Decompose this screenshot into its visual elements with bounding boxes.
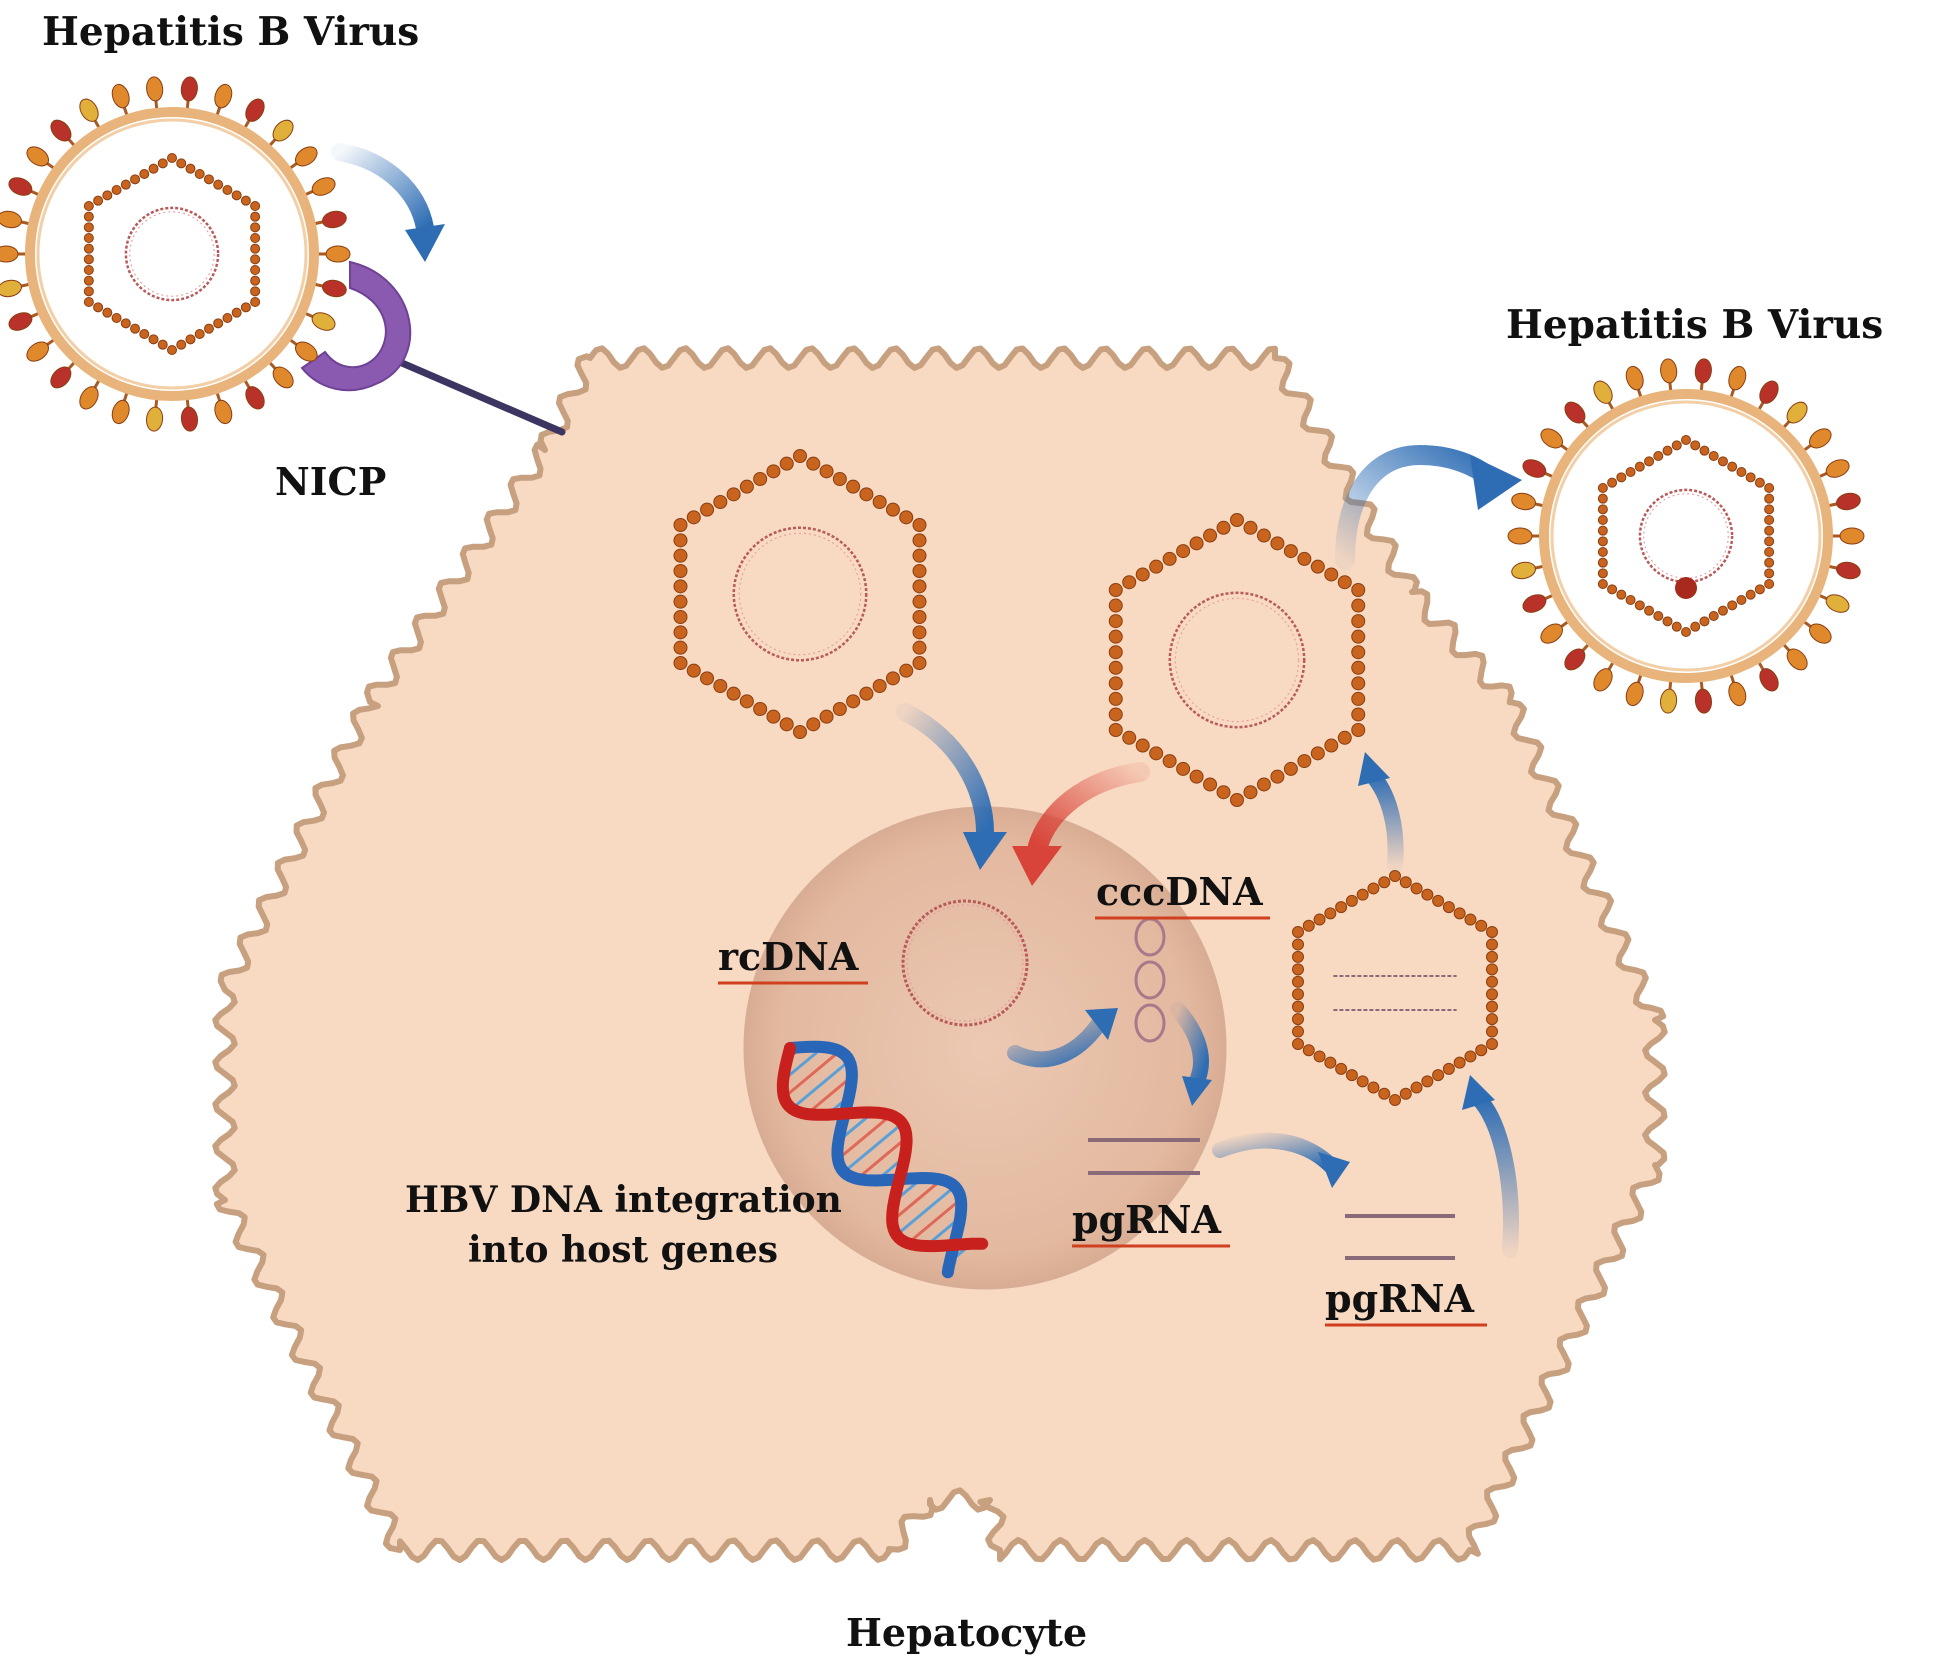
pgrna-strands-nucleus (1088, 1138, 1200, 1175)
integration-label-line2: into host genes (468, 1229, 778, 1271)
cell-label: Hepatocyte (846, 1610, 1087, 1655)
capsid-icon (673, 449, 927, 739)
receptor-anchor-line (391, 356, 566, 436)
arrow-pgrna-to-capsid-head (1462, 1075, 1495, 1110)
hbv-virion-icon (1507, 358, 1865, 714)
virus-exit-label: Hepatitis B Virus (1506, 302, 1883, 348)
pgrna-nucleus-label: pgRNA (1072, 1197, 1221, 1242)
arrow-entry (331, 143, 434, 237)
arrow-exit (1335, 444, 1500, 570)
arrow-rcdna-to-cccdna (1007, 1017, 1106, 1068)
hbv-virion-icon (0, 76, 351, 432)
arrow-entry-head (405, 224, 445, 262)
arrow-capsid-to-nucleus-head (963, 832, 1007, 870)
integration-label-line1: HBV DNA integration (405, 1179, 842, 1221)
arrow-capsid-maturation-head (1358, 752, 1390, 786)
dna-helix-icon (776, 1040, 989, 1279)
label-underlines (718, 916, 1487, 1327)
arrow-capsid-maturation (1364, 767, 1404, 873)
rcdna-label: rcDNA (718, 934, 859, 979)
arrow-rcdna-to-cccdna-head (1085, 1008, 1118, 1040)
capsid-icon (1108, 513, 1366, 807)
pgrna-cytoplasm-label: pgRNA (1325, 1276, 1474, 1321)
arrow-pgrna-to-capsid (1470, 1090, 1519, 1258)
arrow-capsid-to-nucleus (896, 703, 994, 841)
arrow-recycle-red (1028, 762, 1150, 856)
receptor-icon (300, 260, 412, 392)
pgrna-strands-cytoplasm (1345, 1214, 1455, 1260)
cccdna-label: cccDNA (1096, 869, 1263, 914)
receptor-label: NICP (275, 459, 386, 504)
arrow-cccdna-to-pgrna (1170, 1002, 1209, 1086)
arrow-cccdna-to-pgrna-head (1182, 1076, 1212, 1106)
rcdna-circle-inner (906, 904, 1024, 1022)
capsid-icon (1292, 870, 1498, 1106)
arrow-recycle-red-head (1012, 846, 1062, 886)
rcdna-circle (901, 899, 1029, 1027)
virus-entry-label: Hepatitis B Virus (42, 9, 419, 55)
arrow-pgrna-export-head (1318, 1152, 1350, 1188)
arrow-exit-head (1470, 455, 1522, 510)
